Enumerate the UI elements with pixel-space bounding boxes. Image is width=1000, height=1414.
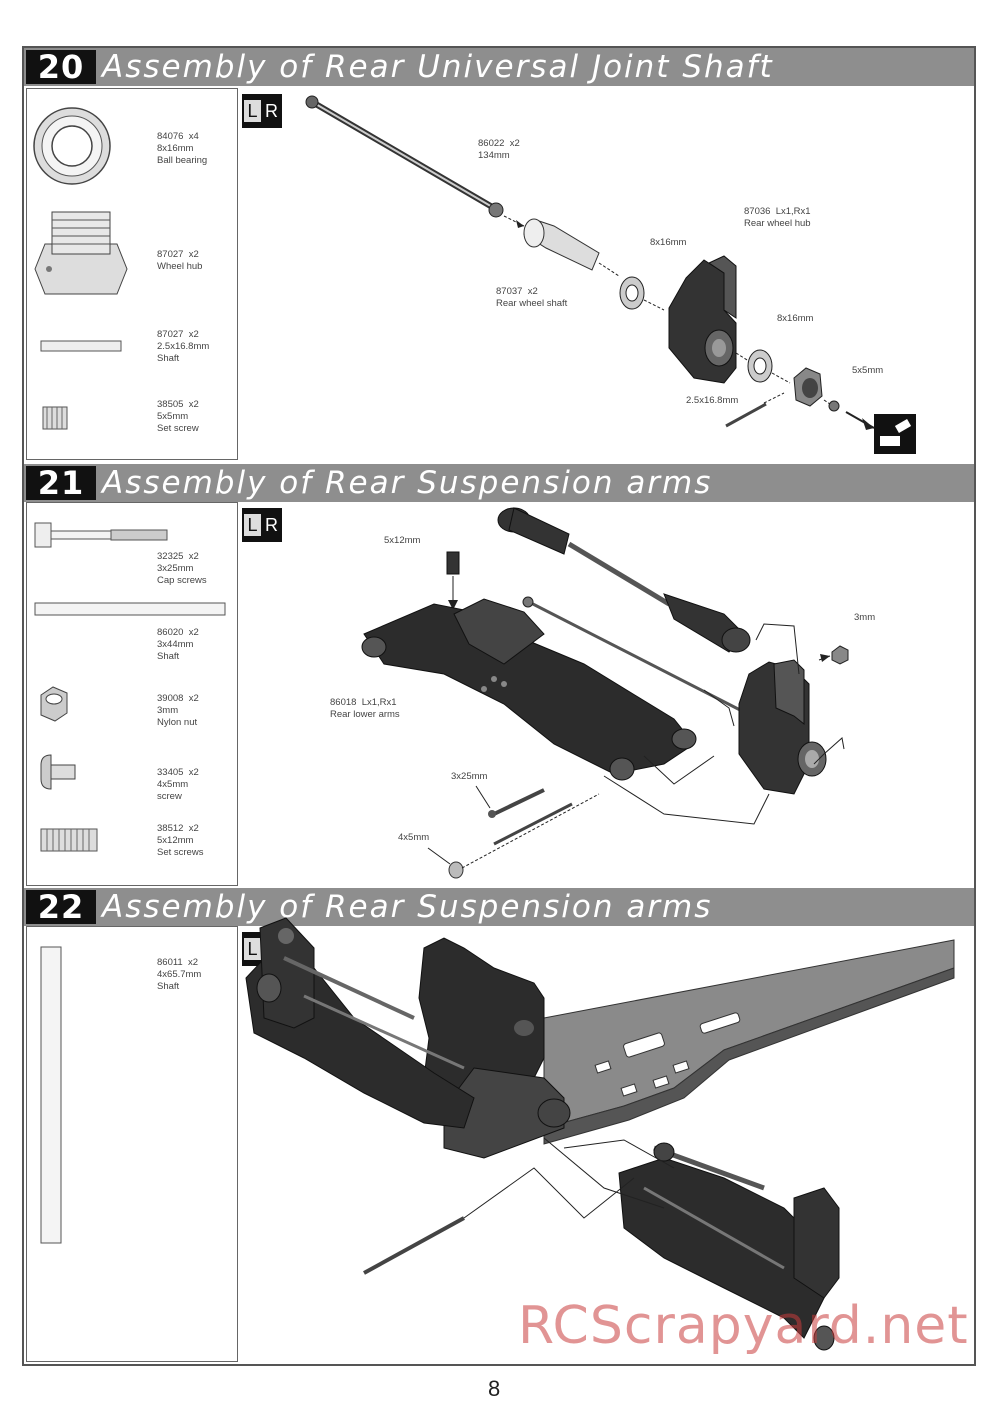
hex-hub-drawing <box>793 367 823 407</box>
part-callout: 86018 Lx1,Rx1 Rear lower arms <box>330 697 400 720</box>
set-screw-icon <box>42 406 68 430</box>
parts-drawings <box>40 946 62 1244</box>
parts-drawings <box>34 522 226 852</box>
wheel-hub-drawing <box>668 255 737 384</box>
part-callout: 5x12mm <box>384 535 421 546</box>
step-22: 22 Assembly of Rear Suspension arms 8601… <box>24 888 974 1364</box>
right-suspension-drawing <box>618 1142 840 1351</box>
camber-link-drawing <box>497 507 751 653</box>
step-number: 21 <box>26 466 96 500</box>
shaft-icon <box>34 602 226 616</box>
cap-screw-icon <box>34 522 168 548</box>
nylon-nut-drawing <box>831 645 849 665</box>
rear-gearbox-drawing <box>418 937 571 1159</box>
chassis-plate-drawing <box>543 939 955 1145</box>
page-number: 8 <box>488 1376 501 1401</box>
screw-drawing <box>448 861 464 879</box>
part-callout: 5x5mm <box>852 365 884 376</box>
step-title: Assembly of Rear Suspension arms <box>102 465 713 501</box>
part-callout: 86022 x2 134mm <box>478 138 520 161</box>
ball-bearing-icon <box>33 107 111 185</box>
step-title: Assembly of Rear Suspension arms <box>102 889 713 925</box>
watermark: RCScrapyard.net <box>518 1296 969 1356</box>
part-callout: 87036 Lx1,Rx1 Rear wheel hub <box>744 206 811 229</box>
step-number: 20 <box>26 50 96 84</box>
rear-lower-arm-drawing <box>361 598 697 781</box>
page-frame <box>22 46 976 1366</box>
set-screw-icon <box>40 828 98 852</box>
rear-wheel-shaft-drawing <box>523 218 600 271</box>
step-number: 22 <box>26 890 96 924</box>
part-callout: 8x16mm <box>650 237 687 248</box>
nylon-nut-icon <box>40 686 68 722</box>
shaft-drawing <box>363 1216 465 1275</box>
shaft-pin-icon <box>40 340 122 352</box>
step-title: Assembly of Rear Universal Joint Shaft <box>102 49 774 85</box>
set-screw-drawing <box>446 551 460 575</box>
wheel-hub-icon <box>34 211 128 295</box>
hinge-pin-drawing <box>522 596 745 714</box>
part-callout: 3mm <box>854 612 876 623</box>
bearing-drawing <box>747 349 773 383</box>
drive-shaft-drawing <box>305 95 504 218</box>
step-header: 22 Assembly of Rear Suspension arms <box>24 888 974 926</box>
step-22-diagram <box>245 917 955 1351</box>
part-callout: 8x16mm <box>777 313 814 324</box>
step-21-diagram <box>361 507 849 879</box>
part-callout: 2.5x16.8mm <box>686 395 739 406</box>
part-callout: 3x25mm <box>451 771 488 782</box>
step-header: 20 Assembly of Rear Universal Joint Shaf… <box>24 48 974 86</box>
step-21: 21 Assembly of Rear Suspension arms <box>24 464 974 888</box>
shaft-icon <box>40 946 62 1244</box>
shaft-drawing <box>493 802 573 846</box>
parts-drawings <box>33 107 128 430</box>
rear-hub-drawing <box>738 659 827 795</box>
button-screw-icon <box>40 754 76 790</box>
left-suspension-drawing <box>245 917 475 1129</box>
step-header: 21 Assembly of Rear Suspension arms <box>24 464 974 502</box>
bearing-drawing <box>619 276 645 310</box>
part-callout: 87037 x2 Rear wheel shaft <box>496 286 568 309</box>
step-20: 20 Assembly of Rear Universal Joint Shaf… <box>24 48 974 464</box>
step-20-diagram <box>305 95 916 454</box>
cap-screw-drawing <box>488 788 545 818</box>
part-callout: 4x5mm <box>398 832 430 843</box>
thread-lock-icon <box>874 414 916 454</box>
